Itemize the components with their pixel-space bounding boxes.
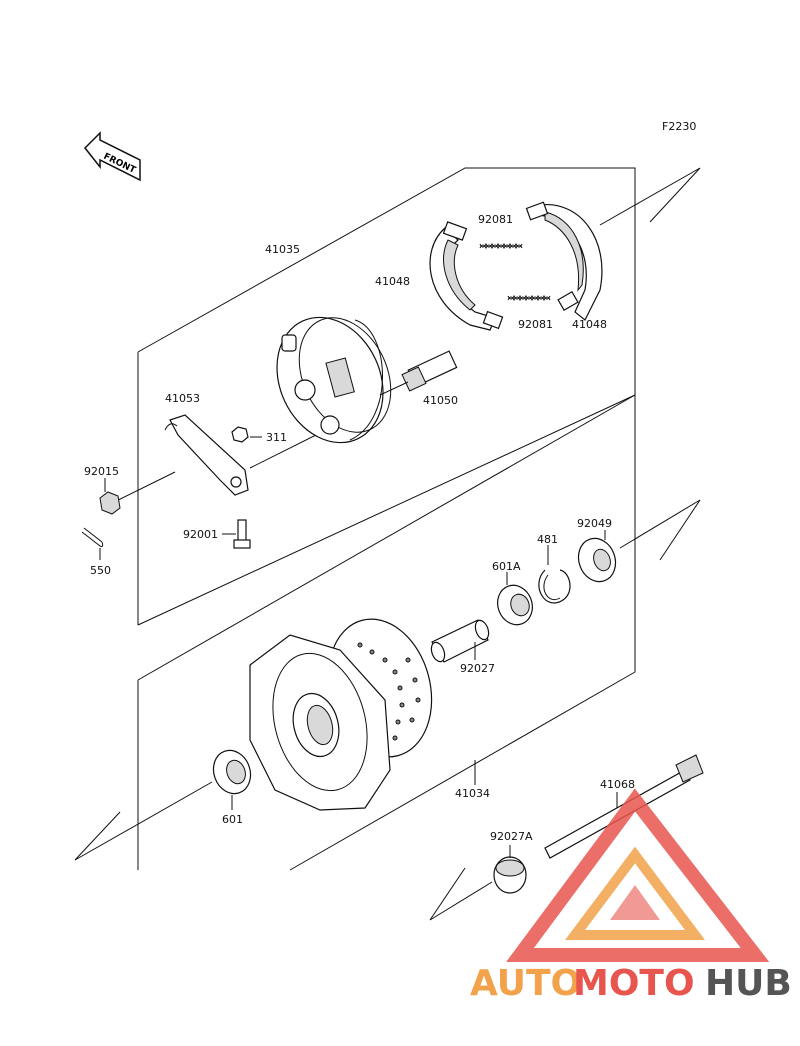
brake-panel-frame [137,167,701,626]
label-41048-right: 41048 [572,318,607,331]
label-41034: 41034 [455,787,490,800]
spring-bottom [507,294,551,302]
nut-92015 [99,478,121,515]
camshaft [379,350,458,396]
circlip [538,545,571,604]
watermark-moto: MOTO [573,963,695,1004]
collar-92027 [430,619,490,663]
oil-seal [577,530,617,583]
collar-92027a [493,845,527,894]
label-41050: 41050 [423,394,458,407]
label-92049: 92049 [577,517,612,530]
front-arrow-icon: FRONT [83,131,141,182]
watermark-text: AUTO MOTO HUB [470,963,792,1004]
brake-lever [164,414,249,496]
label-41048-left: 41048 [375,275,410,288]
label-92027: 92027 [460,662,495,675]
label-92081-top: 92081 [478,213,513,226]
watermark-auto: AUTO [470,963,581,1004]
brake-panel [276,316,392,444]
label-92015: 92015 [84,465,119,478]
diagram-code: F2230 [662,120,696,133]
label-92001: 92001 [183,528,218,541]
label-92027a: 92027A [490,830,533,843]
wheel-hub [249,618,476,811]
bearing-601 [212,749,252,810]
watermark-logo [506,788,770,962]
label-601a: 601A [492,560,521,573]
bearing-601a [497,572,533,626]
spring-top [479,242,523,250]
label-481: 481 [537,533,558,546]
nut-311 [231,426,262,443]
label-311: 311 [266,431,287,444]
label-41053: 41053 [165,392,200,405]
label-550: 550 [90,564,111,577]
brake-shoe-left [429,221,504,331]
label-92081-bottom: 92081 [518,318,553,331]
bolt-92001 [222,519,251,549]
watermark-hub: HUB [705,963,792,1004]
label-601: 601 [222,813,243,826]
label-41035: 41035 [265,243,300,256]
label-41068: 41068 [600,778,635,791]
brake-shoe-right [525,201,603,321]
cotter-pin [81,527,104,560]
hub-frame [137,394,636,871]
